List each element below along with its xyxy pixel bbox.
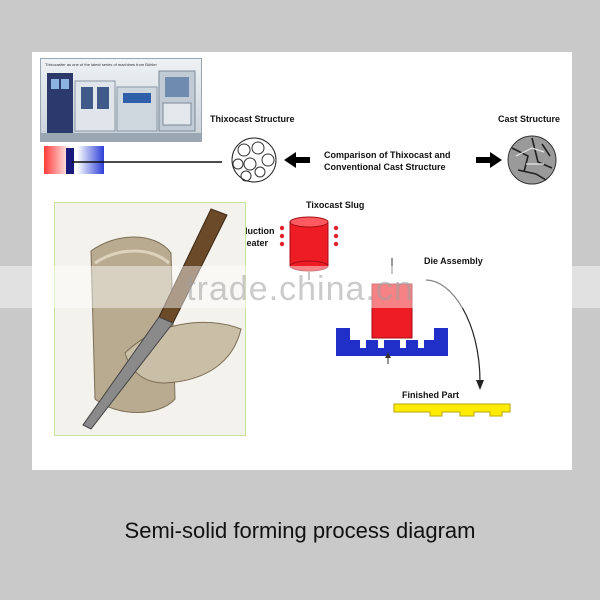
machine-illustration [41,70,201,141]
gradient-bar-divider [66,148,74,174]
die-assembly [336,258,484,390]
die-slug [371,283,413,339]
cast-structure-label: Cast Structure [498,114,561,124]
die-assembly-label: Die Assembly [424,256,483,266]
left-arrow-icon [284,152,310,168]
comparison-label-line2: Conventional Cast Structure [324,162,446,172]
thixocaster-machine-photo: Thixocaster as one of the latest series … [40,58,202,142]
tixocast-slug-label: Tixocast Slug [306,200,365,210]
finished-part-label: Finished Part [402,390,460,400]
watermark-text: trade.china.cn [186,270,414,308]
finished-part-shape [393,403,511,417]
induction-label-line1: Induction [234,226,275,236]
process-curve-arrow [425,279,481,383]
diagram-caption: Semi-solid forming process diagram [124,518,476,543]
right-arrow-icon [476,152,502,168]
diagram-graphics [66,135,557,417]
knife-blade [82,316,174,430]
die-cavity [336,328,448,356]
watermark-band [0,266,600,308]
thixocast-structure-icon [231,137,277,183]
comparison-label-line1: Comparison of Thixocast and [324,150,451,160]
slug-cutting-photo [54,202,246,436]
diagram-panel: Thixocaster as one of the latest series … [32,52,572,470]
cast-structure-icon [507,135,557,185]
thixocast-structure-label: Thixocast Structure [210,114,295,124]
induction-label-line2: Heater [240,238,269,248]
induction-heater-slug [279,216,339,280]
machine-caption: Thixocaster as one of the latest series … [45,62,157,67]
tixocast-slug-cylinder [289,221,329,267]
slug-photo-illustration [55,203,245,435]
